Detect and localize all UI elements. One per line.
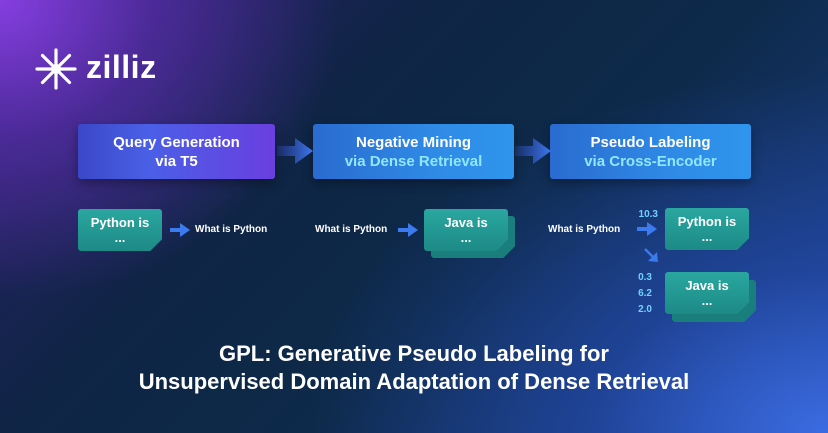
small-arrow-icon (170, 223, 190, 237)
banner-title: GPL: Generative Pseudo Labeling for Unsu… (0, 340, 828, 396)
stage-subtitle: via Cross-Encoder (584, 152, 717, 170)
stage-title: Query Generation (113, 133, 240, 151)
stage-arrow-icon (277, 138, 313, 164)
generated-query-label: What is Python (195, 224, 268, 235)
stage-arrow-icon (515, 138, 551, 164)
negative-score: 0.3 (638, 272, 652, 283)
negative-card-java: Java is ... (665, 272, 749, 314)
small-arrow-icon (398, 223, 418, 237)
card-ellipsis: ... (701, 293, 713, 308)
query-label: What is Python (315, 224, 388, 235)
stage-title: Pseudo Labeling (590, 133, 711, 151)
zilliz-logo-icon (35, 48, 77, 90)
positive-card-python: Python is ... (665, 208, 749, 250)
negative-card-java: Java is ... (424, 209, 508, 251)
positive-score: 10.3 (638, 209, 658, 220)
diagonal-arrow-icon (644, 248, 658, 262)
small-arrow-icon (637, 222, 657, 236)
stage-query-generation: Query Generation via T5 (78, 124, 275, 179)
card-ellipsis: ... (114, 230, 126, 245)
query-label: What is Python (548, 224, 621, 235)
passage-card-python: Python is ... (78, 209, 162, 251)
card-text: Java is (444, 215, 488, 230)
stage-subtitle: via T5 (155, 152, 198, 170)
card-ellipsis: ... (460, 230, 472, 245)
card-ellipsis: ... (701, 229, 713, 244)
stage-title: Negative Mining (355, 133, 471, 151)
stage-negative-mining: Negative Mining via Dense Retrieval (313, 124, 514, 179)
title-line-1: GPL: Generative Pseudo Labeling for (219, 341, 609, 366)
negative-score: 2.0 (638, 304, 652, 315)
title-line-2: Unsupervised Domain Adaptation of Dense … (138, 369, 690, 394)
card-text: Python is (677, 214, 737, 229)
brand-name: zilliz (86, 49, 157, 85)
card-text: Java is (685, 278, 729, 293)
card-text: Python is (90, 215, 150, 230)
stage-pseudo-labeling: Pseudo Labeling via Cross-Encoder (550, 124, 751, 179)
stage-subtitle: via Dense Retrieval (344, 152, 483, 170)
negative-score: 6.2 (638, 288, 652, 299)
